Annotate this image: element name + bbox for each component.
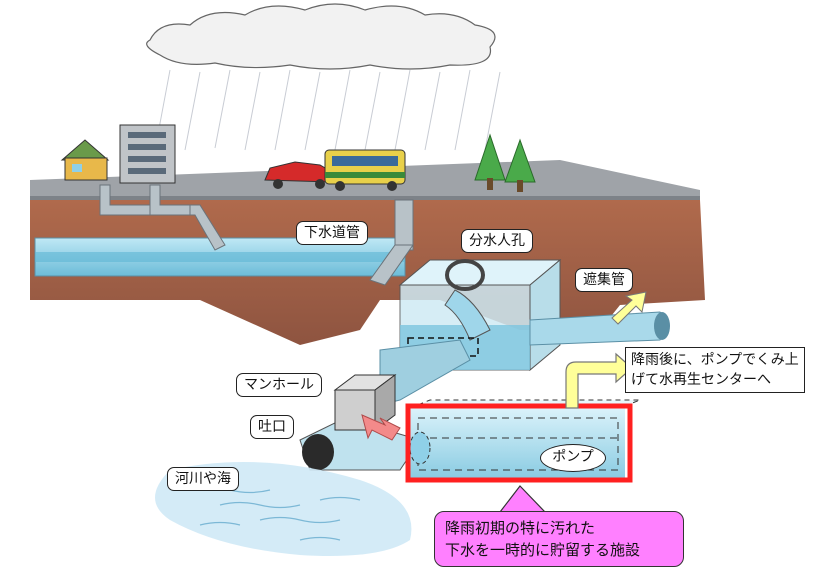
callout-line2: 下水を一時的に貯留する施設	[445, 541, 641, 559]
interceptor-pipe	[529, 311, 670, 346]
trees	[474, 133, 536, 192]
label-pump: ポンプ	[540, 444, 606, 472]
car	[264, 161, 333, 189]
label-outfall: 吐口	[250, 415, 294, 439]
apartment-building	[119, 124, 176, 184]
house-connection-pipes	[99, 184, 414, 286]
overflow-arrow	[361, 414, 401, 441]
manhole	[333, 374, 397, 431]
note-after-rain-line1: 降雨後に、ポンプでくみ上	[631, 352, 799, 368]
house	[60, 139, 110, 181]
callout-storage-facility: 降雨初期の特に汚れた 下水を一時的に貯留する施設	[434, 511, 684, 567]
label-manhole: マンホール	[236, 373, 322, 397]
label-diversion-chamber: 分水人孔	[461, 229, 533, 253]
bus	[324, 149, 406, 191]
rain-cloud	[146, 3, 496, 70]
callout-pointer	[498, 485, 547, 513]
label-interceptor: 遮集管	[575, 268, 633, 292]
label-river-sea: 河川や海	[167, 467, 239, 491]
callout-line1: 降雨初期の特に汚れた	[445, 519, 596, 537]
storage-tank	[409, 399, 641, 478]
rain	[154, 69, 501, 151]
pump-up-arrow	[565, 352, 633, 409]
interceptor-arrow	[611, 291, 647, 325]
note-after-rain-line2: げて水再生センターへ	[631, 372, 771, 388]
storage-tank-highlight	[405, 403, 633, 483]
note-after-rain: 降雨後に、ポンプでくみ上 げて水再生センターへ	[625, 347, 805, 393]
label-sewer-pipe: 下水道管	[296, 221, 368, 245]
